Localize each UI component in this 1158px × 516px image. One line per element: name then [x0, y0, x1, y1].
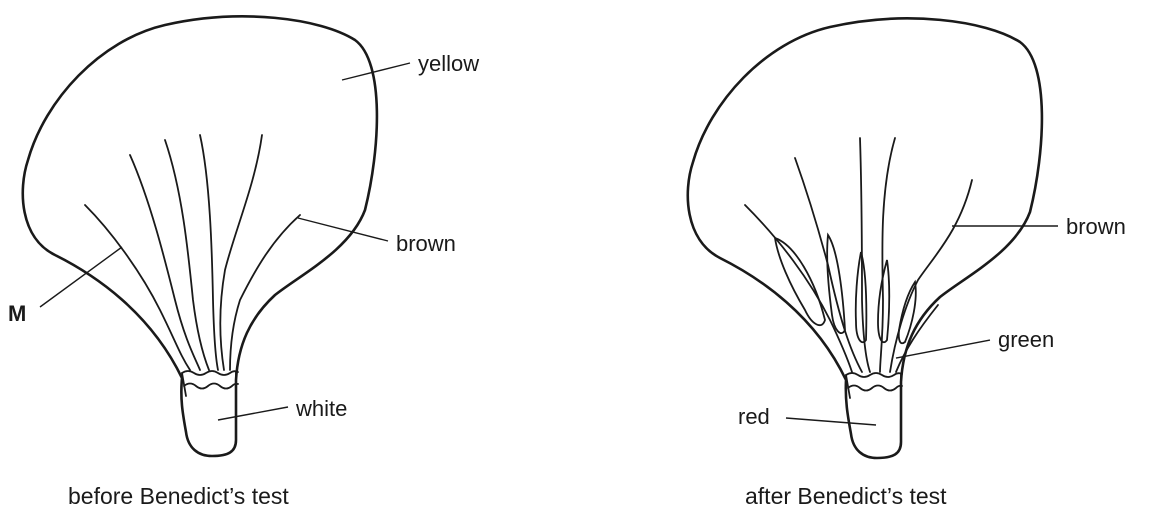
- wavy-boundary-upper: [182, 371, 238, 375]
- vein-5: [220, 135, 262, 370]
- seed-after-test: brown green red: [688, 18, 1126, 458]
- label-green: green: [998, 327, 1054, 352]
- label-white: white: [295, 396, 347, 421]
- label-brown-left: brown: [396, 231, 456, 256]
- vein-1: [85, 205, 190, 370]
- label-yellow: yellow: [418, 51, 479, 76]
- leader-white: [218, 407, 288, 420]
- vein-after-1: [745, 205, 852, 372]
- caption-before: before Benedict’s test: [68, 483, 289, 509]
- label-red: red: [738, 404, 770, 429]
- vein-4: [200, 135, 218, 370]
- label-brown-right: brown: [1066, 214, 1126, 239]
- seed-outline-after: [688, 18, 1042, 458]
- caption-after: after Benedict’s test: [745, 483, 947, 509]
- wavy-boundary-lower-after: [848, 386, 902, 391]
- leader-yellow: [342, 63, 410, 80]
- leader-red: [786, 418, 876, 425]
- seed-outline-before: [23, 16, 377, 456]
- wavy-boundary-lower: [184, 384, 238, 389]
- seed-before-test: yellow brown M white: [8, 16, 479, 456]
- leader-m: [40, 247, 122, 307]
- loop-1: [775, 238, 825, 325]
- vein-after-2: [795, 158, 862, 372]
- label-m: M: [8, 301, 26, 326]
- leader-brown-left: [298, 218, 388, 241]
- wavy-boundary-upper-after: [846, 373, 902, 377]
